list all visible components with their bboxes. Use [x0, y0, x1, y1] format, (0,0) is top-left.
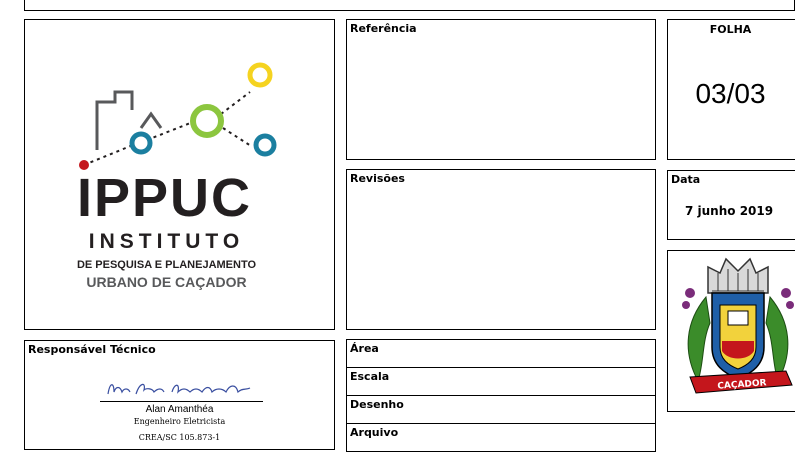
revisoes-box: Revisões: [346, 169, 656, 330]
area-box: Área: [346, 339, 656, 368]
logo-line-3: URBANO DE CAÇADOR: [86, 274, 247, 290]
signature: [107, 383, 251, 395]
responsavel-title: Engenheiro Eletricista: [133, 417, 226, 426]
folha-label: FOLHA: [709, 23, 752, 36]
responsavel-name: Alan Amanthéa: [145, 404, 214, 415]
coat-of-arms-icon: CAÇADOR: [682, 257, 794, 394]
data-label: Data: [671, 173, 701, 186]
ippuc-logo-icon: [79, 62, 277, 170]
arquivo-label: Arquivo: [350, 426, 399, 439]
revisoes-label: Revisões: [350, 172, 405, 185]
area-label: Área: [350, 342, 379, 355]
data-value: 7 junho 2019: [685, 204, 774, 218]
folha-box: FOLHA 03/03: [667, 19, 795, 160]
logo-acronym: IPPUC: [77, 168, 253, 228]
logo-line-1: INSTITUTO: [88, 230, 245, 253]
logo-line-2: DE PESQUISA E PLANEJAMENTO: [76, 259, 257, 271]
escala-box: Escala: [346, 367, 656, 396]
responsavel-label: Responsável Técnico: [28, 343, 156, 356]
brasao-box: CAÇADOR: [667, 250, 795, 412]
arquivo-box: Arquivo: [346, 423, 656, 452]
responsavel-box: Responsável Técnico Alan Amanthéa Engenh…: [24, 340, 335, 450]
escala-label: Escala: [350, 370, 390, 383]
referencia-box: Referência: [346, 19, 656, 160]
signature-line: [100, 401, 263, 402]
desenho-box: Desenho: [346, 395, 656, 424]
data-box: Data 7 junho 2019: [667, 170, 795, 240]
referencia-label: Referência: [350, 22, 417, 35]
desenho-label: Desenho: [350, 398, 404, 411]
top-strip: [24, 0, 795, 11]
brasao-banner-text: CAÇADOR: [717, 378, 767, 391]
logo-panel: IPPUC INSTITUTO DE PESQUISA E PLANEJAMEN…: [24, 19, 335, 330]
responsavel-crea: CREA/SC 105.873-1: [138, 433, 221, 442]
folha-value: 03/03: [695, 78, 766, 109]
